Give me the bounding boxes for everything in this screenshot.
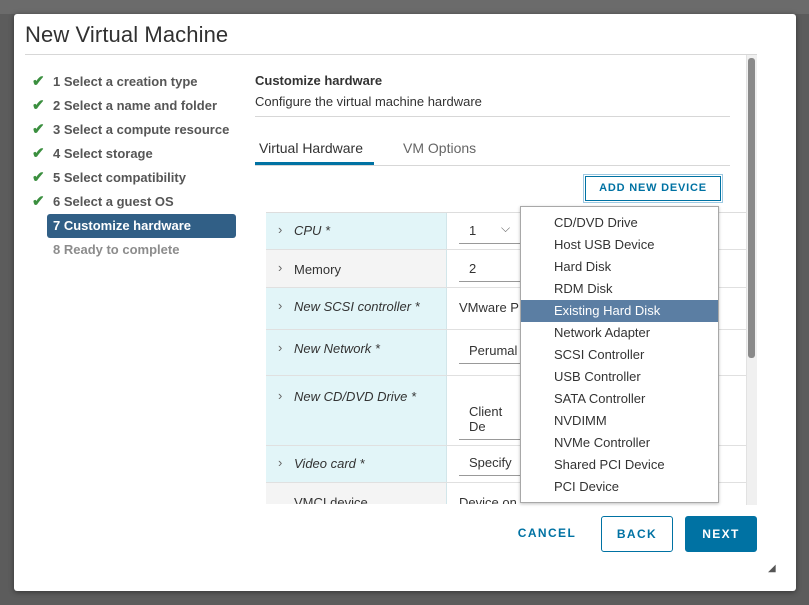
hardware-row-label: VMCI device	[266, 483, 447, 504]
check-icon: ✔	[32, 145, 45, 162]
memory-input[interactable]: 2	[459, 261, 521, 282]
background-top	[0, 0, 809, 14]
menu-item-sata-controller[interactable]: SATA Controller	[554, 391, 646, 406]
chevron-right-icon[interactable]: ›	[278, 222, 283, 237]
step-label: 5 Select compatibility	[53, 170, 186, 185]
check-icon: ✔	[32, 169, 45, 186]
menu-item-shared-pci-device[interactable]: Shared PCI Device	[554, 457, 665, 472]
network-select[interactable]: Perumal	[459, 343, 521, 364]
menu-item-existing-hard-disk[interactable]: Existing Hard Disk	[521, 300, 718, 322]
hardware-row-cddvd: › New CD/DVD Drive * Client De	[266, 376, 746, 446]
hardware-label-text: New SCSI controller *	[294, 299, 420, 314]
chevron-down-icon: ⌵	[501, 221, 511, 235]
wizard-steps: ✔ 1 Select a creation type ✔ 2 Select a na…	[32, 70, 252, 262]
hardware-row-label: › Memory	[266, 250, 447, 287]
step-label: 3 Select a compute resource	[53, 122, 230, 137]
menu-item-usb-controller[interactable]: USB Controller	[554, 369, 641, 384]
resize-handle-icon[interactable]: ◢	[768, 563, 776, 574]
cddvd-select[interactable]: Client De	[459, 404, 521, 440]
hardware-label-text: VMCI device	[294, 495, 368, 504]
hardware-row-label: › New SCSI controller *	[266, 288, 447, 329]
chevron-right-icon[interactable]: ›	[278, 260, 283, 275]
menu-item-pci-device[interactable]: PCI Device	[554, 479, 620, 494]
hardware-list: › CPU * 1⌵ › Memory 2 › New SCSI control…	[266, 212, 746, 504]
tab-virtual-hardware[interactable]: Virtual Hardware	[255, 140, 374, 165]
hardware-row-network: › New Network * Perumal	[266, 330, 746, 376]
hardware-row-cpu: › CPU * 1⌵	[266, 213, 746, 250]
step-label: 1 Select a creation type	[53, 74, 198, 89]
step-7[interactable]: 7 Customize hardware	[47, 214, 236, 238]
scsi-value: VMware P	[459, 300, 519, 315]
hardware-row-video: › Video card * Specify	[266, 446, 746, 483]
check-icon: ✔	[32, 73, 45, 90]
menu-item-cddvd-drive[interactable]: CD/DVD Drive	[554, 215, 638, 230]
next-button[interactable]: NEXT	[685, 516, 757, 552]
hardware-label-text: CPU *	[294, 223, 331, 238]
cancel-button[interactable]: CANCEL	[517, 526, 577, 540]
tab-vm-options[interactable]: VM Options	[403, 140, 477, 156]
divider	[255, 116, 730, 117]
vmci-value: Device on	[459, 495, 517, 504]
hardware-row-vmci: VMCI device Device on	[266, 483, 746, 504]
chevron-right-icon[interactable]: ›	[278, 455, 283, 470]
video-select[interactable]: Specify	[459, 455, 521, 476]
chevron-right-icon[interactable]: ›	[278, 340, 283, 355]
menu-item-nvme-controller[interactable]: NVMe Controller	[554, 435, 651, 450]
scrollbar-thumb[interactable]	[748, 58, 755, 358]
check-icon: ✔	[32, 97, 45, 114]
hardware-row-label: › CPU *	[266, 213, 447, 249]
menu-item-scsi-controller[interactable]: SCSI Controller	[554, 347, 645, 362]
hardware-row-label: › Video card *	[266, 446, 447, 482]
hardware-label-text: New Network *	[294, 341, 380, 356]
step-6[interactable]: ✔ 6 Select a guest OS	[32, 190, 252, 214]
content-title: Customize hardware	[255, 73, 383, 88]
step-4[interactable]: ✔ 4 Select storage	[32, 142, 252, 166]
add-new-device-button[interactable]: ADD NEW DEVICE	[583, 174, 723, 203]
step-2[interactable]: ✔ 2 Select a name and folder	[32, 94, 252, 118]
step-3[interactable]: ✔ 3 Select a compute resource	[32, 118, 252, 142]
content-header: Customize hardware Configure the virtual…	[255, 73, 482, 109]
step-1[interactable]: ✔ 1 Select a creation type	[32, 70, 252, 94]
menu-item-network-adapter[interactable]: Network Adapter	[554, 325, 651, 340]
cpu-value: 1	[469, 223, 477, 238]
dialog-title: New Virtual Machine	[25, 22, 229, 47]
chevron-right-icon[interactable]: ›	[278, 298, 283, 313]
menu-item-host-usb-device[interactable]: Host USB Device	[554, 237, 655, 252]
back-button[interactable]: BACK	[601, 516, 673, 552]
hardware-row-memory: › Memory 2	[266, 250, 746, 288]
hardware-tabs: Virtual Hardware VM Options	[255, 140, 730, 166]
step-label: 6 Select a guest OS	[53, 194, 174, 209]
cpu-select[interactable]: 1⌵	[459, 221, 521, 244]
chevron-right-icon[interactable]: ›	[278, 388, 283, 403]
step-label: 7 Customize hardware	[53, 218, 191, 233]
add-device-menu: CD/DVD Drive Host USB Device Hard Disk R…	[520, 206, 719, 503]
content-subtitle: Configure the virtual machine hardware	[255, 94, 482, 109]
dialog-body-frame	[25, 54, 757, 504]
step-label: 2 Select a name and folder	[53, 98, 218, 113]
hardware-label-text: Video card *	[294, 456, 365, 471]
hardware-row-label: › New CD/DVD Drive *	[266, 376, 447, 445]
hardware-label-text: New CD/DVD Drive *	[294, 389, 417, 404]
check-icon: ✔	[32, 193, 45, 210]
hardware-row-label: › New Network *	[266, 330, 447, 375]
menu-item-nvdimm[interactable]: NVDIMM	[554, 413, 607, 428]
step-label: 8 Ready to complete	[53, 242, 180, 257]
step-5[interactable]: ✔ 5 Select compatibility	[32, 166, 252, 190]
menu-item-rdm-disk[interactable]: RDM Disk	[554, 281, 613, 296]
hardware-row-scsi: › New SCSI controller * VMware P	[266, 288, 746, 330]
step-8: 8 Ready to complete	[32, 238, 252, 262]
menu-item-hard-disk[interactable]: Hard Disk	[554, 259, 612, 274]
check-icon: ✔	[32, 121, 45, 138]
step-label: 4 Select storage	[53, 146, 153, 161]
hardware-label-text: Memory	[294, 262, 341, 277]
